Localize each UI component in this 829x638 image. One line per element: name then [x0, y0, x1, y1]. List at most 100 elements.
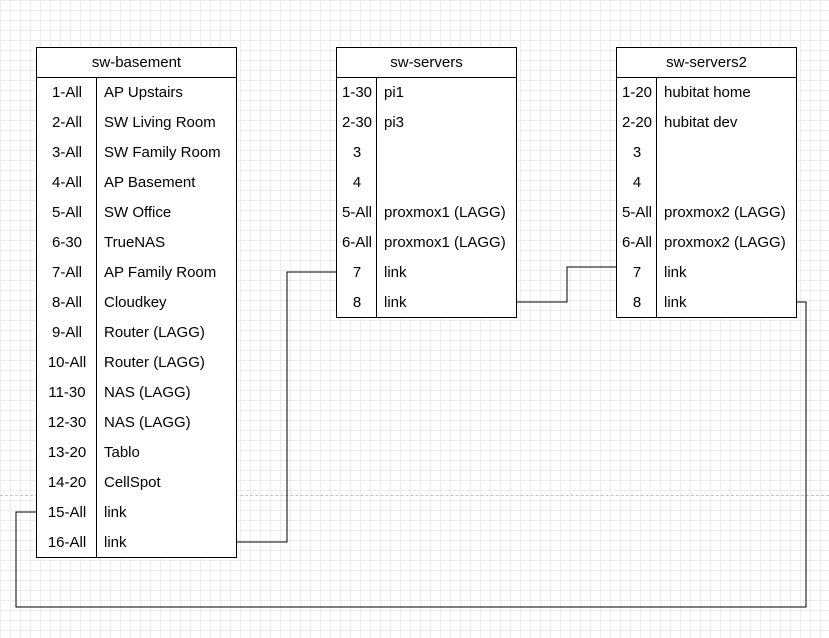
port-device: hubitat dev	[664, 114, 738, 131]
port-device: link	[104, 504, 127, 521]
column-divider	[376, 78, 377, 318]
port-number: 4	[632, 174, 642, 191]
port-device: link	[384, 264, 407, 281]
port-row: 11-30 NAS (LAGG)	[37, 378, 236, 408]
port-row: 6-30 TrueNAS	[37, 228, 236, 258]
switch-title: sw-servers2	[617, 48, 796, 78]
port-number: 6-All	[341, 234, 372, 251]
port-number: 1-All	[51, 84, 82, 101]
port-device: Router (LAGG)	[104, 354, 205, 371]
port-number: 16-All	[47, 534, 87, 551]
connector-servers8-servers2-7[interactable]	[517, 266, 616, 303]
port-row: 5-All proxmox1 (LAGG)	[337, 198, 516, 228]
port-device: AP Family Room	[104, 264, 217, 281]
port-row: 3	[617, 138, 796, 168]
port-number: 15-All	[47, 504, 87, 521]
port-device	[377, 168, 384, 198]
port-number: 12-30	[47, 414, 87, 431]
port-device: link	[104, 534, 127, 551]
port-number: 2-All	[51, 114, 82, 131]
switch-title: sw-servers	[337, 48, 516, 78]
port-row: 6-All proxmox1 (LAGG)	[337, 228, 516, 258]
switch-title: sw-basement	[37, 48, 236, 78]
port-number: 9-All	[51, 324, 82, 341]
port-device: proxmox2 (LAGG)	[664, 234, 786, 251]
port-number: 3	[352, 144, 362, 161]
port-number: 11-30	[48, 384, 86, 401]
port-number: 3	[632, 144, 642, 161]
port-number: 1-20	[621, 84, 653, 101]
port-row: 3	[337, 138, 516, 168]
switch-table-sw-servers[interactable]: sw-servers 1-30 pi1 2-30 pi3 3 4 5-All prox…	[336, 47, 517, 318]
port-device	[657, 168, 664, 198]
port-row: 7-All AP Family Room	[37, 258, 236, 288]
port-number: 10-All	[47, 354, 87, 371]
port-device: SW Office	[104, 204, 172, 221]
port-device: AP Upstairs	[104, 84, 183, 101]
port-device: NAS (LAGG)	[104, 384, 191, 401]
port-number: 7-All	[51, 264, 82, 281]
port-row: 8 link	[337, 288, 516, 318]
switch-table-sw-basement[interactable]: sw-basement 1-All AP Upstairs 2-All SW Liv…	[36, 47, 237, 558]
port-device: SW Living Room	[104, 114, 216, 131]
port-device: proxmox1 (LAGG)	[384, 234, 506, 251]
port-number: 8	[632, 294, 642, 311]
port-device: link	[664, 294, 687, 311]
port-device: link	[664, 264, 687, 281]
port-device: Tablo	[104, 444, 140, 461]
port-number: 5-All	[621, 204, 652, 221]
port-device	[377, 138, 384, 168]
port-number: 4	[352, 174, 362, 191]
port-device: Cloudkey	[104, 294, 167, 311]
port-row: 12-30 NAS (LAGG)	[37, 408, 236, 438]
port-row: 2-All SW Living Room	[37, 108, 236, 138]
port-row: 16-All link	[37, 528, 236, 558]
port-list: 1-30 pi1 2-30 pi3 3 4 5-All proxmox1 (LAGG)…	[337, 78, 516, 318]
port-device: AP Basement	[104, 174, 196, 191]
port-number: 6-All	[621, 234, 652, 251]
port-number: 14-20	[47, 474, 87, 491]
port-row: 9-All Router (LAGG)	[37, 318, 236, 348]
port-device: CellSpot	[104, 474, 161, 491]
port-device: Router (LAGG)	[104, 324, 205, 341]
port-device: pi1	[384, 84, 405, 101]
port-row: 15-All link	[37, 498, 236, 528]
port-row: 14-20 CellSpot	[37, 468, 236, 498]
port-row: 13-20 Tablo	[37, 438, 236, 468]
port-row: 2-30 pi3	[337, 108, 516, 138]
column-divider	[96, 78, 97, 558]
port-number: 1-30	[341, 84, 373, 101]
port-number: 8-All	[51, 294, 82, 311]
port-number: 8	[352, 294, 362, 311]
port-number: 5-All	[341, 204, 372, 221]
port-row: 8 link	[617, 288, 796, 318]
port-device: NAS (LAGG)	[104, 414, 191, 431]
port-row: 4	[337, 168, 516, 198]
port-row: 1-All AP Upstairs	[37, 78, 236, 108]
port-device: TrueNAS	[104, 234, 166, 251]
port-device: proxmox2 (LAGG)	[664, 204, 786, 221]
port-device	[657, 138, 664, 168]
port-device: proxmox1 (LAGG)	[384, 204, 506, 221]
connector-basement16-servers7[interactable]	[237, 271, 336, 543]
port-row: 4	[617, 168, 796, 198]
port-row: 5-All SW Office	[37, 198, 236, 228]
port-number: 2-30	[341, 114, 373, 131]
port-number: 6-30	[51, 234, 83, 251]
port-row: 8-All Cloudkey	[37, 288, 236, 318]
port-number: 2-20	[621, 114, 653, 131]
port-number: 7	[632, 264, 642, 281]
port-number: 13-20	[47, 444, 87, 461]
port-row: 7 link	[617, 258, 796, 288]
port-number: 3-All	[51, 144, 82, 161]
port-device: pi3	[384, 114, 405, 131]
port-row: 2-20 hubitat dev	[617, 108, 796, 138]
port-device: link	[384, 294, 407, 311]
port-device: SW Family Room	[104, 144, 221, 161]
port-number: 5-All	[51, 204, 82, 221]
